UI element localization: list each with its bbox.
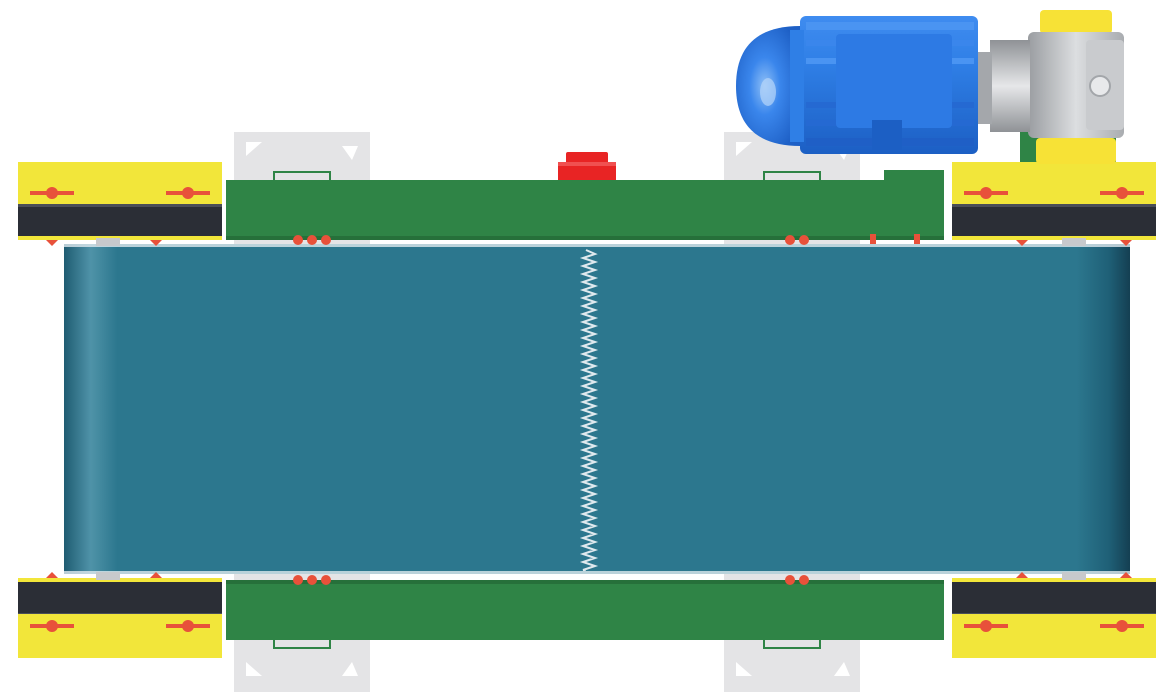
- pulley-block-top-right: [952, 162, 1156, 246]
- electric-motor-icon: [736, 16, 978, 154]
- drive-unit: [736, 10, 1124, 164]
- conveyor-belt: [64, 244, 1130, 574]
- pulley-block-bottom-left: [18, 572, 222, 658]
- frame-rail-top: [226, 170, 944, 245]
- frame-rail-bottom: [226, 575, 944, 640]
- end-roller-icon: [18, 162, 1156, 658]
- gearbox-icon: [978, 32, 1124, 138]
- pulley-block-bottom-right: [952, 572, 1156, 658]
- emergency-stop-button-icon: [558, 152, 616, 182]
- pulley-block-top-left: [18, 162, 222, 246]
- coupling-icon: [1036, 10, 1116, 164]
- belt-seam-lacing: [579, 249, 599, 571]
